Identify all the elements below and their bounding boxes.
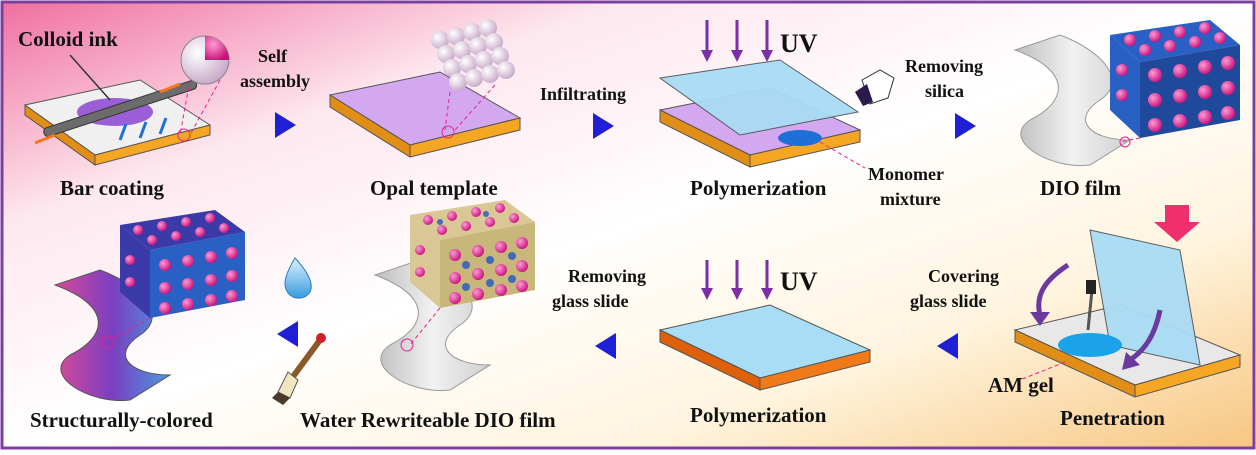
- dio-film-illustration: [1013, 20, 1240, 167]
- dio-film-label: DIO film: [1040, 176, 1122, 200]
- polymerization-bottom-label: Polymerization: [690, 403, 827, 427]
- polymerization-top-illustration: [658, 20, 895, 169]
- glass-slide2-label: glass slide: [552, 291, 629, 311]
- mixture-label: mixture: [880, 189, 941, 209]
- uv-bottom-label: UV: [780, 267, 818, 296]
- water-drop-icon: [284, 257, 312, 299]
- paintbrush-icon: [272, 333, 326, 405]
- self-label: Self: [258, 46, 288, 66]
- opal-template-label: Opal template: [370, 176, 498, 200]
- uv-top-label: UV: [780, 29, 818, 58]
- colloid-ink-label: Colloid ink: [18, 27, 118, 51]
- silica-label: silica: [925, 81, 964, 101]
- arrow-right-1: [275, 112, 296, 138]
- am-gel-label: AM gel: [988, 373, 1054, 397]
- structurally-colored-illustration: [53, 210, 245, 402]
- arrow-left-1: [937, 333, 958, 359]
- removing2-label: Removing: [568, 266, 646, 286]
- opal-template-illustration: [328, 19, 522, 158]
- arrow-down-pink: [1154, 205, 1200, 242]
- penetration-illustration: [1013, 229, 1242, 398]
- arrow-right-3: [955, 113, 976, 139]
- water-rewriteable-label: Water Rewriteable DIO film: [300, 408, 556, 432]
- bar-coating-label: Bar coating: [60, 176, 165, 200]
- arrow-left-2: [595, 333, 616, 359]
- polymerization-bottom-illustration: [658, 260, 872, 391]
- removing-label: Removing: [905, 56, 983, 76]
- polymerization-top-label: Polymerization: [690, 176, 827, 200]
- covering-label: Covering: [928, 266, 999, 286]
- infiltrating-label: Infiltrating: [540, 84, 626, 104]
- arrow-left-3: [277, 321, 298, 347]
- arrow-right-2: [593, 113, 614, 139]
- assembly-label: assembly: [240, 71, 310, 91]
- water-rewriteable-illustration: [373, 200, 535, 392]
- structurally-colored-label: Structurally-colored: [30, 408, 213, 432]
- monomer-label: Monomer: [868, 164, 944, 184]
- glass-slide-label: glass slide: [910, 291, 987, 311]
- penetration-label: Penetration: [1060, 406, 1165, 430]
- bar-coating-illustration: [23, 35, 230, 166]
